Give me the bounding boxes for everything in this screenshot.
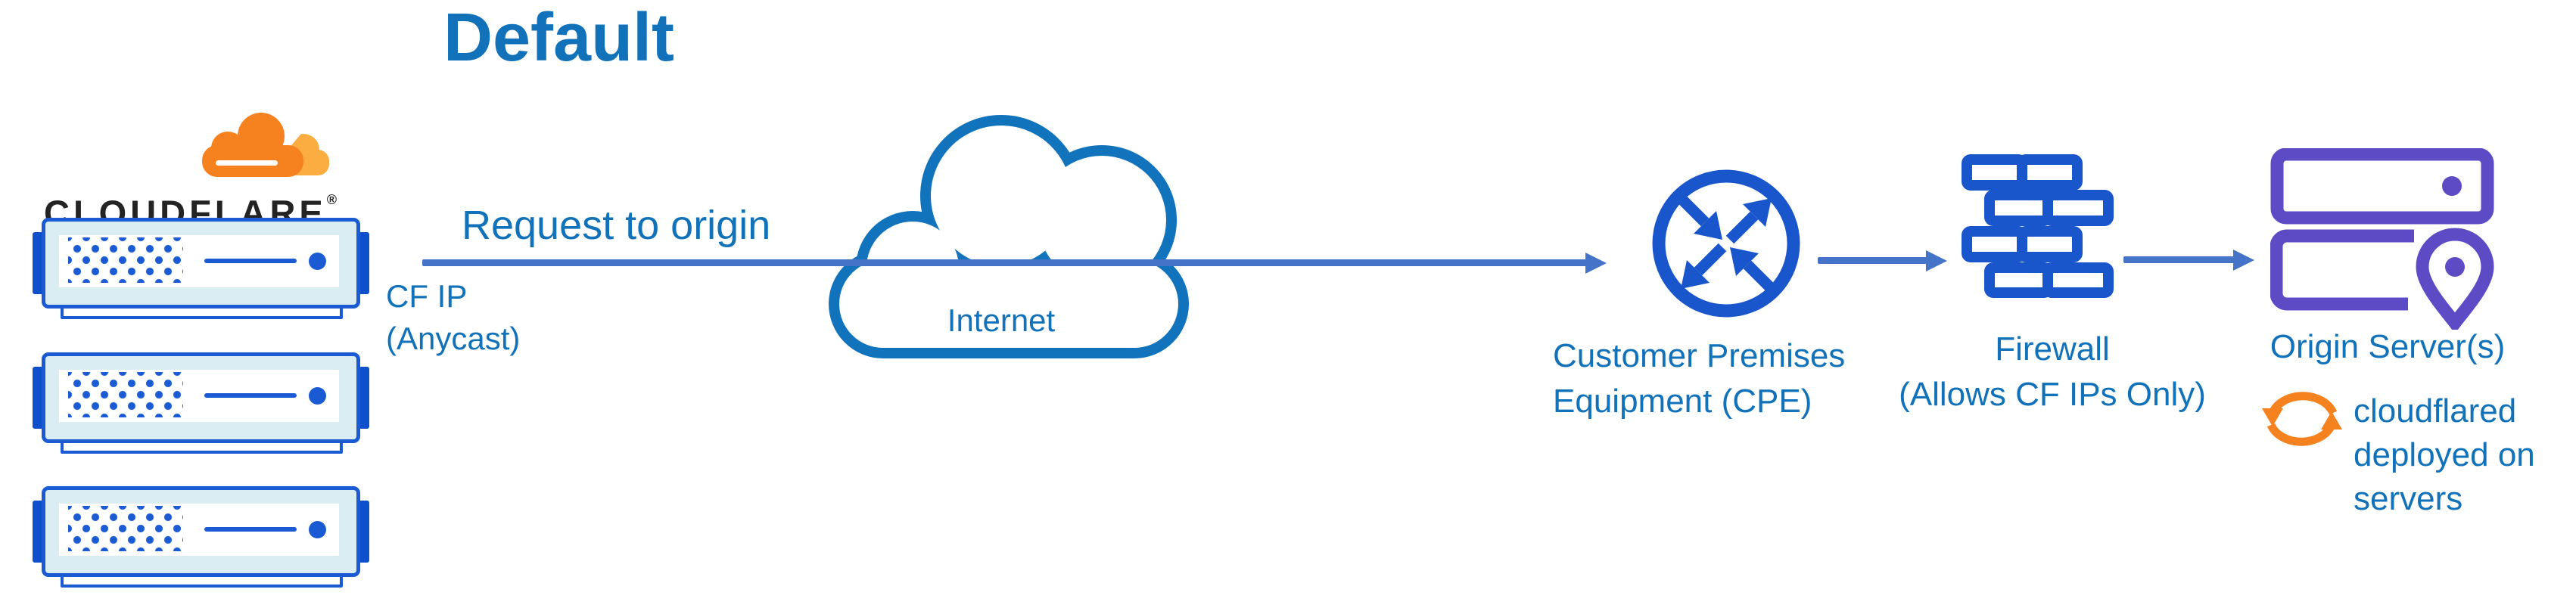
- request-arrow-line: [422, 259, 1586, 266]
- cloudflared-label-line2: deployed on: [2354, 436, 2535, 473]
- server-vents: [68, 237, 183, 283]
- firewall-icon: [1962, 154, 2114, 298]
- cloud-fill: [839, 126, 1178, 348]
- router-arrows: [1676, 194, 1776, 293]
- origin-label: Origin Server(s): [2270, 328, 2506, 365]
- cloudflare-server-icon: [33, 352, 369, 454]
- origin-server-bottom: [2270, 229, 2414, 311]
- location-pin-icon: [2416, 228, 2494, 330]
- server-power-knob: [309, 253, 326, 270]
- sync-arrowheads: [2262, 408, 2342, 429]
- cloudflared-label: cloudflared deployed on servers: [2354, 389, 2535, 521]
- origin-server-top: [2270, 148, 2494, 225]
- firewall-to-origin-arrowhead-icon: [2233, 250, 2254, 271]
- router-ring: [1652, 169, 1800, 318]
- registered-mark: ®: [326, 192, 338, 207]
- cf-ip-line2: (Anycast): [386, 321, 521, 356]
- cf-ip-anycast-label: CF IP (Anycast): [386, 275, 520, 360]
- server-vents: [68, 506, 183, 551]
- server-power-knob: [309, 387, 326, 405]
- firewall-label-line2: (Allows CF IPs Only): [1899, 376, 2206, 413]
- cloudflared-label-line1: cloudflared: [2354, 392, 2517, 429]
- cloudflare-server-icon: [33, 486, 369, 588]
- server-panel: [59, 235, 339, 287]
- server-panel: [59, 504, 339, 556]
- firewall-bricks: [1962, 154, 2114, 298]
- server-slot: [204, 259, 297, 263]
- server-body: [42, 352, 360, 443]
- cpe-label-line1: Customer Premises: [1553, 337, 1846, 374]
- cpe-label: Customer Premises Equipment (CPE): [1553, 333, 1845, 424]
- internet-label: Internet: [947, 302, 1056, 338]
- logo-slash-detail: [216, 160, 278, 166]
- firewall-label-line1: Firewall: [1995, 330, 2110, 367]
- server-vents: [68, 372, 183, 417]
- server-slot: [204, 393, 297, 398]
- cpe-to-firewall-line: [1818, 257, 1927, 264]
- firewall-to-origin-line: [2123, 256, 2234, 263]
- sync-arcs: [2266, 392, 2338, 446]
- cloudflare-server-icon: [33, 218, 369, 320]
- server-panel: [59, 370, 339, 422]
- page-title: Default: [443, 0, 675, 76]
- origin-server-led: [2442, 176, 2462, 196]
- cloudflare-logo-cloud-icon: [202, 113, 329, 180]
- server-power-knob: [309, 521, 326, 538]
- request-arrowhead-icon: [1585, 253, 1607, 274]
- cpe-to-firewall-arrowhead-icon: [1926, 250, 1947, 271]
- request-to-origin-label: Request to origin: [462, 203, 771, 248]
- origin-servers-icon: [2270, 148, 2494, 330]
- sync-icon: [2262, 392, 2342, 446]
- router-icon: [1652, 169, 1800, 318]
- server-body: [42, 218, 360, 309]
- firewall-label: Firewall (Allows CF IPs Only): [1882, 327, 2223, 417]
- cpe-label-line2: Equipment (CPE): [1553, 383, 1812, 420]
- cloudflared-label-line3: servers: [2354, 480, 2463, 517]
- server-body: [42, 486, 360, 577]
- cf-ip-line1: CF IP: [386, 278, 468, 314]
- server-slot: [204, 527, 297, 532]
- internet-cloud-icon: [829, 115, 1189, 358]
